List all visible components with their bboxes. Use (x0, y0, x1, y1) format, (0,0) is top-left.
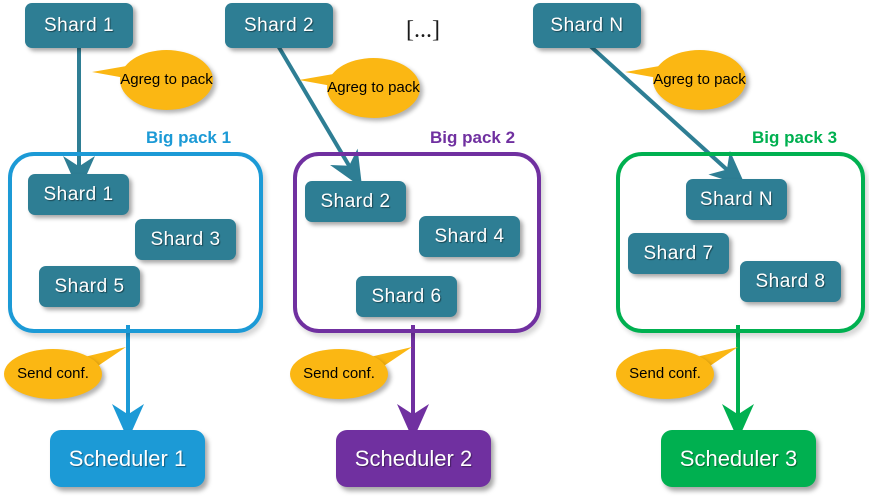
pack-3-shard-7[interactable]: Shard 7 (628, 233, 729, 274)
scheduler-3-label: Scheduler 3 (679, 445, 798, 471)
pack-2-shard-2[interactable]: Shard 2 (305, 181, 406, 222)
ellipsis-marker: [...] (406, 17, 440, 43)
send-conf-callout-3[interactable]: Send conf. (614, 344, 740, 400)
pack-1-shard-1[interactable]: Shard 1 (28, 174, 129, 215)
pack-1-shard-3[interactable]: Shard 3 (135, 219, 236, 260)
agreg-callout-1-bubble: Agreg to pack (120, 50, 213, 110)
agreg-callout-3-text: Agreg to pack (653, 70, 746, 88)
scheduler-3[interactable]: Scheduler 3 (661, 430, 816, 487)
source-shard-1[interactable]: Shard 1 (25, 3, 133, 48)
send-conf-callout-2-bubble: Send conf. (290, 349, 388, 399)
big-pack-1-label: Big pack 1 (146, 128, 232, 147)
send-conf-callout-1[interactable]: Send conf. (2, 344, 128, 400)
agreg-callout-1[interactable]: Agreg to pack (92, 50, 216, 112)
big-pack-2-label: Big pack 2 (430, 128, 516, 147)
scheduler-1-label: Scheduler 1 (68, 445, 187, 471)
source-shard-2[interactable]: Shard 2 (225, 3, 333, 48)
send-conf-callout-2[interactable]: Send conf. (288, 344, 414, 400)
agreg-callout-2-text: Agreg to pack (327, 78, 420, 96)
big-pack-3-label: Big pack 3 (752, 128, 838, 147)
pack-1-shard-1-label: Shard 1 (43, 183, 114, 205)
source-shard-1-label: Shard 1 (43, 14, 115, 36)
send-conf-callout-1-bubble: Send conf. (4, 349, 102, 399)
agreg-callout-3[interactable]: Agreg to pack (625, 50, 749, 112)
scheduler-1[interactable]: Scheduler 1 (50, 430, 205, 487)
send-conf-callout-3-text: Send conf. (629, 364, 701, 382)
pack-3-shard-7-label: Shard 7 (643, 242, 714, 264)
agreg-callout-2-bubble: Agreg to pack (327, 58, 420, 118)
pack-1-shard-5-label: Shard 5 (54, 275, 125, 297)
pack-2-shard-2-label: Shard 2 (320, 190, 391, 212)
agreg-callout-1-text: Agreg to pack (120, 70, 213, 88)
pack-3-shard-n[interactable]: Shard N (686, 179, 787, 220)
scheduler-2-label: Scheduler 2 (354, 445, 473, 471)
pack-1-shard-5[interactable]: Shard 5 (39, 266, 140, 307)
pack-2-shard-6[interactable]: Shard 6 (356, 276, 457, 317)
agreg-callout-3-bubble: Agreg to pack (653, 50, 746, 110)
pack-2-shard-6-label: Shard 6 (371, 285, 442, 307)
send-conf-callout-1-text: Send conf. (17, 364, 89, 382)
agreg-callout-2[interactable]: Agreg to pack (299, 58, 423, 120)
big-pack-2[interactable] (293, 152, 541, 333)
source-shard-n-label: Shard N (550, 14, 624, 36)
pack-3-shard-8[interactable]: Shard 8 (740, 261, 841, 302)
source-shard-2-label: Shard 2 (243, 14, 315, 36)
send-conf-callout-3-bubble: Send conf. (616, 349, 714, 399)
pack-1-shard-3-label: Shard 3 (150, 228, 221, 250)
pack-2-shard-4-label: Shard 4 (434, 225, 505, 247)
send-conf-callout-2-text: Send conf. (303, 364, 375, 382)
big-pack-1[interactable] (8, 152, 263, 333)
pack-3-shard-n-label: Shard N (699, 188, 774, 210)
source-shard-n[interactable]: Shard N (533, 3, 641, 48)
pack-3-shard-8-label: Shard 8 (755, 270, 826, 292)
pack-2-shard-4[interactable]: Shard 4 (419, 216, 520, 257)
scheduler-2[interactable]: Scheduler 2 (336, 430, 491, 487)
